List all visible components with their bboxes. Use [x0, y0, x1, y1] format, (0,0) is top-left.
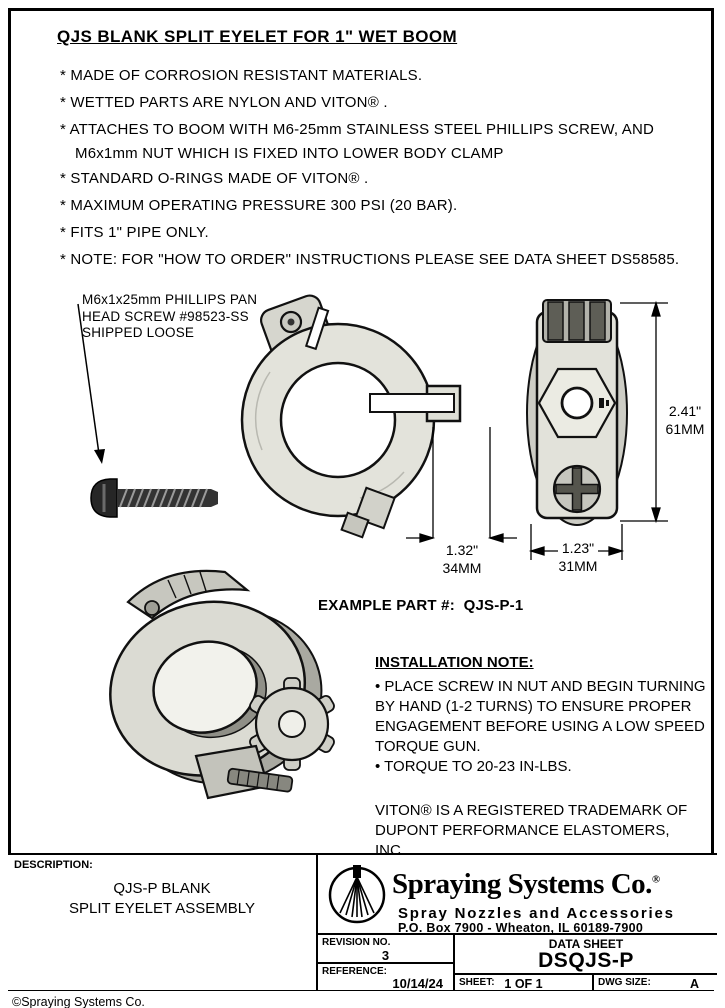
sheet-cell: SHEET: 1 OF 1	[455, 973, 592, 991]
revision-value: 3	[381, 948, 390, 963]
bullet-line-continuation: M6x1mm NUT WHICH IS FIXED INTO LOWER BOD…	[75, 145, 504, 162]
installation-note-heading: INSTALLATION NOTE:	[375, 654, 534, 671]
registered-mark: ®	[651, 873, 660, 886]
copyright-note: ©Spraying Systems Co.	[12, 995, 145, 1008]
installation-note-bullet: • TORQUE TO 20-23 IN-LBS.	[375, 758, 572, 775]
screw-callout-label: M6x1x25mm PHILLIPS PAN HEAD SCREW #98523…	[82, 292, 257, 342]
description-line: SPLIT EYELET ASSEMBLY	[69, 900, 255, 917]
reference-value: 10/14/24	[392, 976, 443, 991]
company-address: P.O. Box 7900 - Wheaton, IL 60189-7900	[398, 921, 644, 935]
company-tagline: Spray Nozzles and Accessories	[398, 905, 675, 922]
reference-label: REFERENCE:	[322, 966, 388, 977]
dwg-size-value: A	[689, 977, 699, 991]
dimension-inches: 1.23"	[557, 540, 599, 556]
company-cell: Spraying Systems Co.® Spray Nozzles and …	[318, 853, 717, 935]
datasheet-cell: DATA SHEET DSQJS-P	[455, 933, 717, 973]
dimension-mm: 34MM	[442, 560, 482, 576]
bullet-line: * MADE OF CORROSION RESISTANT MATERIALS.	[60, 67, 423, 84]
spraying-systems-logo-icon	[326, 862, 388, 931]
description-line: QJS-P BLANK	[113, 880, 211, 897]
sheet-label: SHEET:	[459, 977, 495, 988]
dimension-front-width: 1.32" 34MM	[424, 541, 500, 577]
feature-bullet-list: * MADE OF CORROSION RESISTANT MATERIALS.…	[60, 62, 700, 273]
description-cell: DESCRIPTION: QJS-P BLANK SPLIT EYELET AS…	[8, 853, 318, 990]
installation-note-bullet: • PLACE SCREW IN NUT AND BEGIN TURNING B…	[375, 678, 706, 755]
bullet-line: * NOTE: FOR "HOW TO ORDER" INSTRUCTIONS …	[60, 251, 680, 268]
bullet-line: * MAXIMUM OPERATING PRESSURE 300 PSI (20…	[60, 197, 458, 214]
revision-label: REVISION NO.	[322, 937, 391, 948]
bullet-line: * WETTED PARTS ARE NYLON AND VITON® .	[60, 94, 388, 111]
callout-line: M6x1x25mm PHILLIPS PAN	[82, 292, 258, 307]
dimension-inches: 2.41"	[668, 403, 702, 419]
datasheet-number: DSQJS-P	[538, 949, 634, 972]
bullet-line: * ATTACHES TO BOOM WITH M6-25mm STAINLES…	[60, 121, 655, 138]
dimension-side-width: 1.23" 31MM	[540, 539, 616, 575]
dwg-size-label: DWG SIZE:	[598, 977, 651, 988]
sheet-value: 1 OF 1	[504, 977, 543, 991]
dimension-side-height: 2.41" 61MM	[657, 402, 713, 438]
bullet-line: * STANDARD O-RINGS MADE OF VITON® .	[60, 170, 369, 187]
installation-note: INSTALLATION NOTE: • PLACE SCREW IN NUT …	[375, 654, 709, 777]
bullet-line: * FITS 1" PIPE ONLY.	[60, 224, 209, 241]
dimension-mm: 31MM	[558, 558, 598, 574]
dimension-mm: 61MM	[665, 421, 705, 437]
company-name-text: Spraying Systems Co.	[392, 868, 652, 900]
page-title: QJS BLANK SPLIT EYELET FOR 1" WET BOOM	[57, 27, 458, 46]
description-label: DESCRIPTION:	[14, 859, 93, 871]
company-name: Spraying Systems Co.®	[392, 868, 660, 901]
dimension-inches: 1.32"	[445, 542, 479, 558]
callout-line: HEAD SCREW #98523-SS	[82, 308, 249, 324]
datasheet-label: DATA SHEET	[548, 937, 624, 951]
reference-cell: REFERENCE: 10/14/24	[318, 962, 455, 991]
dwg-size-cell: DWG SIZE: A	[592, 973, 717, 991]
viton-trademark-note: VITON® IS A REGISTERED TRADEMARK OF DUPO…	[375, 802, 688, 859]
example-part-number: EXAMPLE PART #: QJS-P-1	[318, 597, 524, 614]
revision-cell: REVISION NO. 3	[318, 933, 455, 963]
callout-line: SHIPPED LOOSE	[82, 325, 195, 340]
